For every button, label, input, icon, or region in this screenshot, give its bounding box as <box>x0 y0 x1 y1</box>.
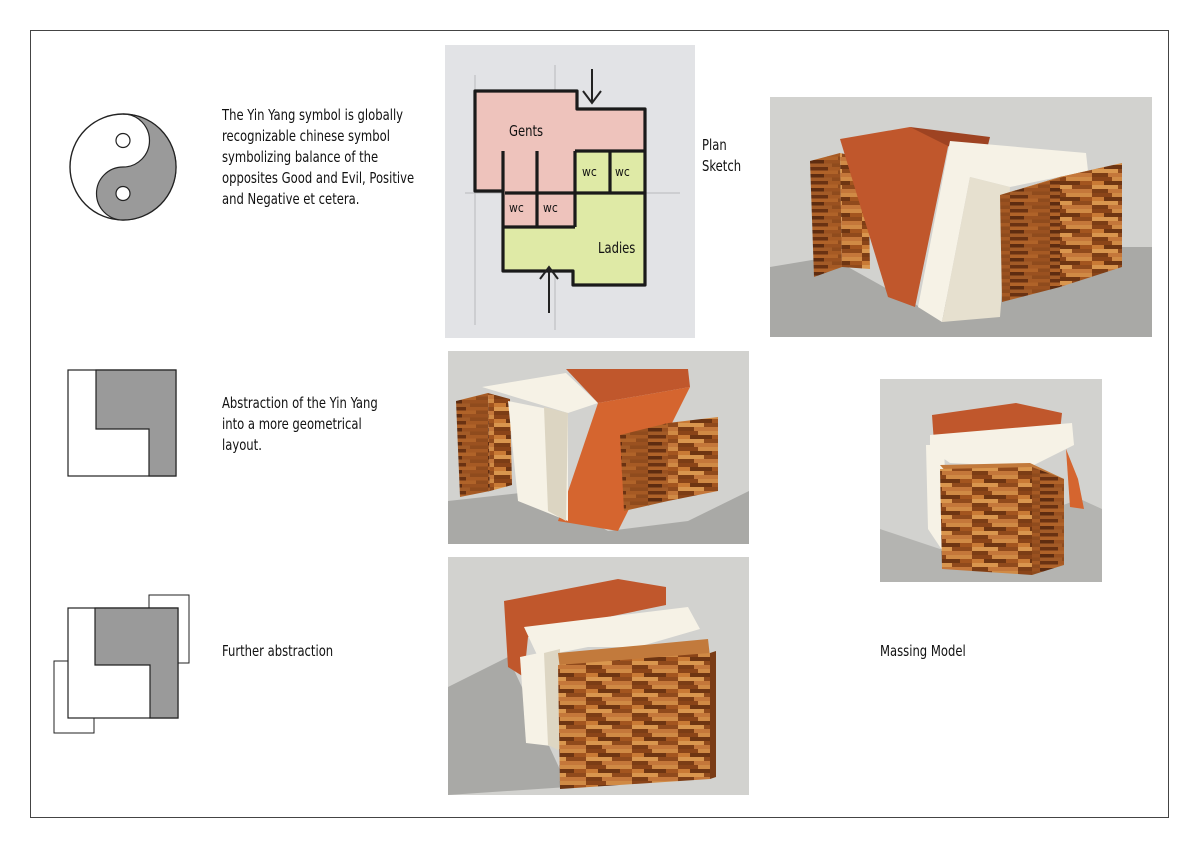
gents-label: Gents <box>509 122 544 140</box>
wc-label: wc <box>615 165 630 179</box>
wc-label: wc <box>543 201 558 215</box>
wc-label: wc <box>582 165 597 179</box>
ladies-label: Ladies <box>598 239 636 257</box>
yin-yang-icon <box>67 111 179 223</box>
massing-model-view-2 <box>448 351 749 544</box>
massing-model-view-3 <box>448 557 749 795</box>
massing-model-caption: Massing Model <box>880 642 966 660</box>
wc-label: wc <box>509 201 524 215</box>
further-abstraction-caption: Further abstraction <box>222 642 334 660</box>
massing-model-view-1 <box>770 97 1152 337</box>
massing-model-view-4 <box>880 379 1102 582</box>
plan-sketch-image: Gents Ladies wc wc wc wc <box>445 45 695 338</box>
presentation-sheet: The Yin Yang symbol is globally recogniz… <box>30 30 1169 818</box>
yin-yang-caption: The Yin Yang symbol is globally recogniz… <box>222 106 415 208</box>
abstraction-caption: Abstraction of the Yin Yang into a more … <box>222 394 378 454</box>
further-abstraction-icon <box>53 593 195 735</box>
plan-sketch-caption: Plan Sketch <box>702 136 742 175</box>
geometric-abstraction-icon <box>67 369 179 479</box>
